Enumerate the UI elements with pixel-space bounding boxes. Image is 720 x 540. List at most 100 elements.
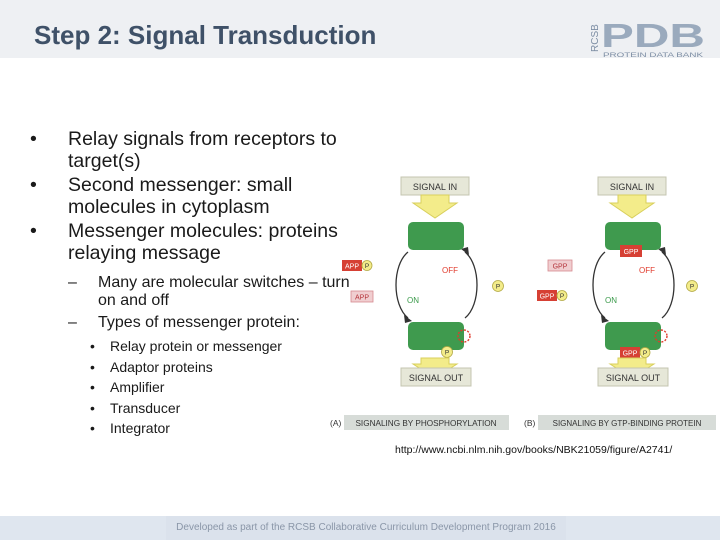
app-tag-bottom <box>350 290 374 303</box>
dash-mark: – <box>68 314 77 331</box>
dash-mark: – <box>68 274 77 291</box>
sub-bullet-item: – Types of messenger protein: <box>68 314 360 332</box>
type-item: • Relay protein or messenger <box>90 336 360 357</box>
signal-out-label: SIGNAL OUT <box>606 373 661 383</box>
gpp-label: GPP <box>624 249 639 256</box>
phosphate-icon <box>361 260 373 271</box>
signal-out-label: SIGNAL OUT <box>409 373 464 383</box>
signaling-figure: SIGNAL IN OFF ON APP P APP P P SIGNAL OU… <box>330 170 720 435</box>
panel-b-letter: (B) <box>524 418 536 428</box>
arrowhead-icon <box>601 315 609 323</box>
p-label: P <box>365 263 369 270</box>
type-list: • Relay protein or messenger • Adaptor pro… <box>90 336 360 439</box>
pdb-logo-graphic: RCSB PDB PROTEIN DATA BANK <box>590 17 705 59</box>
bullet-dot: • <box>90 338 95 354</box>
protein-off <box>605 222 661 250</box>
protein-off <box>408 222 464 250</box>
panel-a-caption: SIGNALING BY PHOSPHORYLATION <box>355 419 496 428</box>
panel-b-caption: SIGNALING BY GTP-BINDING PROTEIN <box>553 419 702 428</box>
panel-b-caption-box <box>538 415 716 430</box>
type-item: •Amplifier <box>90 377 360 398</box>
gpp-bound-top <box>620 245 642 257</box>
bullet-item: • Second messenger: small molecules in cy… <box>30 174 360 218</box>
type-text: Transducer <box>110 399 181 416</box>
bullet-text: Relay signals from receptors to target(s… <box>68 128 337 172</box>
footer-left-block <box>0 516 166 540</box>
gpp-tag-dark <box>537 290 557 301</box>
phosphate-icon <box>686 280 698 292</box>
bullet-dot: • <box>30 128 37 150</box>
gpp-bound-bottom <box>620 347 640 358</box>
gpp-label: GPP <box>540 294 555 301</box>
sub-bullet-text: Types of messenger protein: <box>98 314 300 331</box>
protein-on <box>605 322 661 350</box>
phosphate-icon <box>556 290 568 301</box>
signaling-diagram: SIGNAL IN OFF ON APP P APP P P SIGNAL OU… <box>330 176 716 430</box>
p-label: P <box>445 350 449 357</box>
panel-a: SIGNAL IN OFF ON APP P APP P P SIGNAL OU… <box>330 176 509 430</box>
signal-out-box <box>597 367 669 387</box>
type-text: Amplifier <box>110 379 165 395</box>
gpp-label: GPP <box>553 264 568 271</box>
footer-text: Developed as part of the RCSB Collaborat… <box>166 516 566 540</box>
type-item: • Transducer <box>90 398 360 419</box>
off-label: OFF <box>442 266 458 275</box>
phosphate-icon <box>492 280 504 292</box>
sub-bullet-list: – Many are molecular switches – turn on a… <box>68 274 360 332</box>
bullet-dot: • <box>90 358 95 375</box>
arrowhead-icon <box>404 315 412 323</box>
bullet-text: Messenger molecules: proteins relaying m… <box>68 220 338 264</box>
cycle-arrow-left <box>592 251 606 319</box>
arrowhead-icon <box>461 247 469 255</box>
app-label: APP <box>345 264 359 271</box>
footer-right-block <box>566 516 720 540</box>
logo-subtitle: PROTEIN DATA BANK <box>603 53 703 59</box>
cycle-arrow-right <box>464 251 478 319</box>
p-label: P <box>643 350 647 357</box>
signal-in-label: SIGNAL IN <box>413 182 457 192</box>
panel-b: SIGNAL IN GPP OFF ON GPP GPP P P GPP P <box>524 176 716 430</box>
p-label: P <box>560 293 564 300</box>
type-text: Relay protein or messenger <box>110 338 282 354</box>
on-label: ON <box>605 296 617 305</box>
bullet-dot: • <box>90 420 95 436</box>
on-label: ON <box>407 296 419 305</box>
sub-bullet-text: Many are molecular switches – turn on an… <box>98 274 350 309</box>
slide-title: Step 2: Signal Transduction <box>34 20 377 50</box>
bullet-item: • Messenger molecules: proteins relaying … <box>30 220 360 264</box>
p-label: P <box>496 284 500 291</box>
bullet-dot: • <box>30 174 37 196</box>
protein-on <box>408 322 464 350</box>
pdb-logo: RCSB PDB PROTEIN DATA BANK <box>587 17 707 60</box>
active-site-icon <box>457 329 471 343</box>
gpp-label: GPP <box>623 351 638 358</box>
gpp-tag <box>547 259 573 272</box>
p-label: P <box>690 284 694 291</box>
logo-wordmark: PDB <box>601 18 705 54</box>
header-band <box>0 0 720 58</box>
active-site-icon <box>654 329 668 343</box>
signal-in-arrow <box>411 194 459 219</box>
app-tag-top <box>342 260 362 271</box>
type-item: • Integrator <box>90 418 360 439</box>
panel-a-caption-box <box>344 415 509 430</box>
source-url: http://www.ncbi.nlm.nih.gov/books/NBK210… <box>395 444 673 456</box>
bullet-list: • Relay signals from receptors to target(… <box>30 128 360 439</box>
bullet-text: Second messenger: small molecules in cyt… <box>68 174 293 218</box>
sub-bullet-item: – Many are molecular switches – turn on a… <box>68 274 360 310</box>
cycle-arrow-right <box>661 251 675 319</box>
type-text: Integrator <box>110 420 170 436</box>
cycle-arrow-left <box>395 251 409 319</box>
logo-vertical-text: RCSB <box>590 24 601 52</box>
signal-in-label: SIGNAL IN <box>610 182 654 192</box>
bullet-dot: • <box>30 220 37 242</box>
bullet-dot: • <box>90 399 95 416</box>
panel-a-letter: (A) <box>330 418 342 428</box>
signal-out-box <box>400 367 472 387</box>
type-text: Adaptor proteins <box>110 358 213 375</box>
type-item: • Adaptor proteins <box>90 357 360 378</box>
off-label: OFF <box>639 266 655 275</box>
arrowhead-icon <box>658 247 666 255</box>
bullet-item: • Relay signals from receptors to target(… <box>30 128 360 172</box>
signal-in-arrow <box>608 194 656 219</box>
